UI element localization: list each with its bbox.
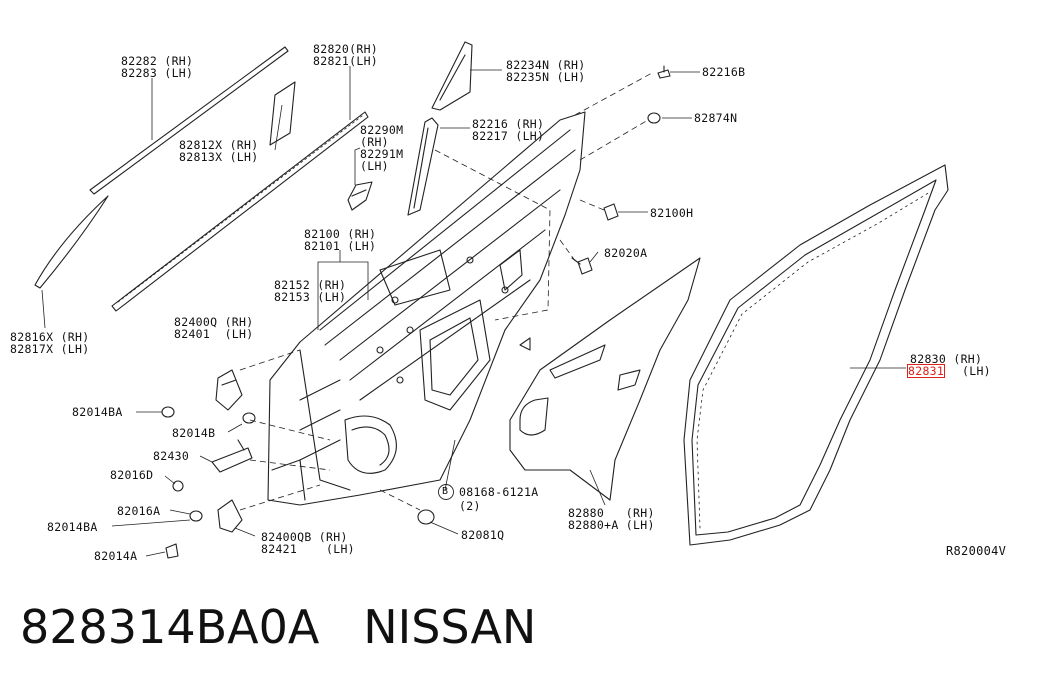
label-82290m-rh: (RH) — [360, 135, 389, 149]
label-82874n: 82874N — [694, 111, 738, 125]
label-82812x: 82812X (RH) — [179, 138, 259, 152]
footer-caption: 828314BA0A NISSAN — [20, 600, 536, 654]
door-check-link — [211, 439, 253, 473]
bolt-82014ba-lower — [189, 510, 203, 522]
bumper-82100h — [603, 203, 619, 221]
door-sealing-screen — [509, 257, 701, 501]
label-82100: 82100 (RH) — [304, 227, 377, 241]
label-82400qb: 82400QB (RH) — [261, 530, 348, 544]
label-82153: 82153 (LH) — [274, 290, 347, 304]
label-82014ba-upper: 82014BA — [72, 405, 123, 419]
label-82291m: 82291M — [360, 147, 404, 161]
label-82291m-lh: (LH) — [360, 159, 389, 173]
label-82831-lh: (LH) — [962, 364, 991, 378]
bolt-82014b — [242, 412, 256, 424]
upper-hinge — [215, 369, 243, 411]
label-82430: 82430 — [153, 449, 190, 463]
footer-brand: NISSAN — [363, 600, 537, 654]
label-82820: 82820(RH) — [313, 42, 379, 56]
bolt-82016d — [172, 480, 184, 492]
label-82235n: 82235N (LH) — [506, 70, 586, 84]
label-82400q: 82400Q (RH) — [174, 315, 254, 329]
sash-trim-piece — [269, 81, 296, 146]
bolt-82014a — [165, 543, 179, 559]
label-82100h: 82100H — [650, 206, 694, 220]
glass-run-channel — [407, 117, 439, 216]
label-08168-qty: (2) — [459, 499, 481, 513]
label-82830-rh: 82830 (RH) — [910, 352, 983, 366]
label-82016a: 82016A — [117, 504, 161, 518]
outer-belt-moulding — [89, 46, 289, 195]
label-82282: 82282 (RH) — [121, 54, 194, 68]
footer-part-number: 828314BA0A — [20, 600, 320, 654]
label-82014ba-lower: 82014BA — [47, 520, 98, 534]
label-82880: 82880 (RH) — [568, 506, 655, 520]
label-82216b: 82216B — [702, 65, 746, 79]
corner-sash — [431, 41, 473, 111]
label-82817x: 82817X (LH) — [10, 342, 90, 356]
label-82813x: 82813X (LH) — [179, 150, 259, 164]
screw-82216b — [657, 65, 671, 79]
door-weatherstrip — [683, 164, 949, 546]
label-82016d: 82016D — [110, 468, 154, 482]
label-82014b: 82014B — [172, 426, 216, 440]
plug-82081q — [417, 509, 435, 525]
label-08168-b: B — [442, 486, 449, 497]
label-82290m: 82290M — [360, 123, 404, 137]
label-82081q: 82081Q — [461, 528, 505, 542]
label-08168: 08168-6121A — [459, 485, 539, 499]
front-corner-trim — [34, 195, 109, 289]
label-82401: 82401 (LH) — [174, 327, 254, 341]
leader-lines — [41, 66, 906, 557]
label-82216: 82216 (RH) — [472, 117, 545, 131]
label-82014a: 82014A — [94, 549, 138, 563]
label-82821: 82821(LH) — [313, 54, 379, 68]
label-82421: 82421 (LH) — [261, 542, 355, 556]
label-82152: 82152 (RH) — [274, 278, 347, 292]
label-82217: 82217 (LH) — [472, 129, 545, 143]
dashed-leader-lines — [239, 72, 653, 511]
inner-belt-weatherstrip — [111, 111, 369, 312]
label-82831-highlighted: 82831 — [906, 364, 946, 378]
b-circle-marker — [438, 484, 454, 500]
label-82880a: 82880+A (LH) — [568, 518, 655, 532]
label-82234n: 82234N (RH) — [506, 58, 586, 72]
rear-door-panel — [267, 111, 586, 506]
label-82101: 82101 (LH) — [304, 239, 377, 253]
clip-82290m — [347, 181, 373, 211]
label-82283: 82283 (LH) — [121, 66, 194, 80]
bolt-82014ba-upper — [161, 406, 175, 418]
label-82816x: 82816X (RH) — [10, 330, 90, 344]
drawing-code: R820004V — [946, 544, 1007, 558]
label-82020a: 82020A — [604, 246, 648, 260]
lower-hinge — [217, 499, 243, 533]
grommet-82874n — [647, 112, 661, 124]
